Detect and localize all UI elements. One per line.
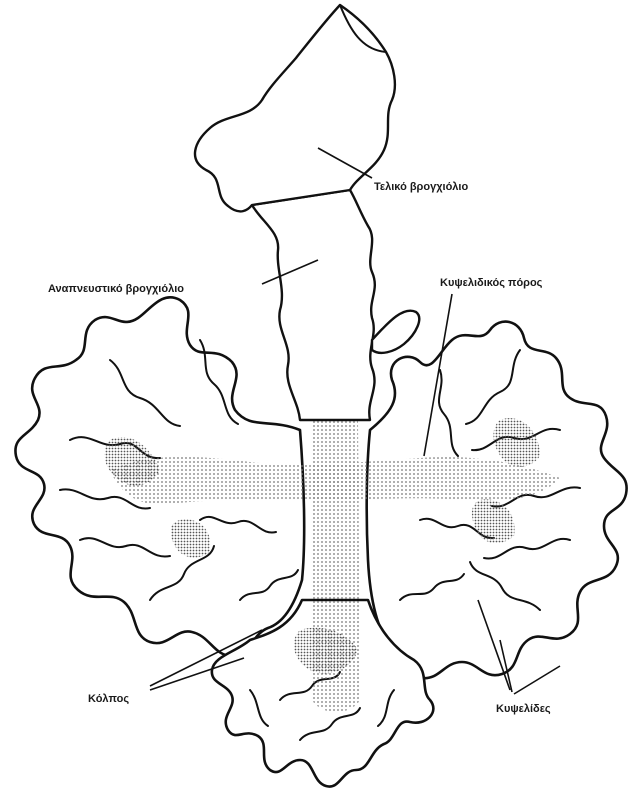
label-sac: Κόλπος	[88, 693, 129, 705]
label-alveoli: Κυψελίδες	[496, 703, 551, 715]
leader-alveoli-3	[514, 666, 560, 694]
bronchiole-side-bud	[372, 311, 419, 353]
label-respiratory-bronchiole: Αναπνευστικό βρογχιόλιο	[48, 283, 184, 295]
label-alveolar-duct: Κυψελιδικός πόρος	[440, 277, 543, 289]
label-terminal-bronchiole: Τελικό βρογχιόλιο	[374, 181, 468, 193]
terminal-bronchiole	[195, 5, 395, 211]
respiratory-bronchiole	[252, 190, 375, 420]
